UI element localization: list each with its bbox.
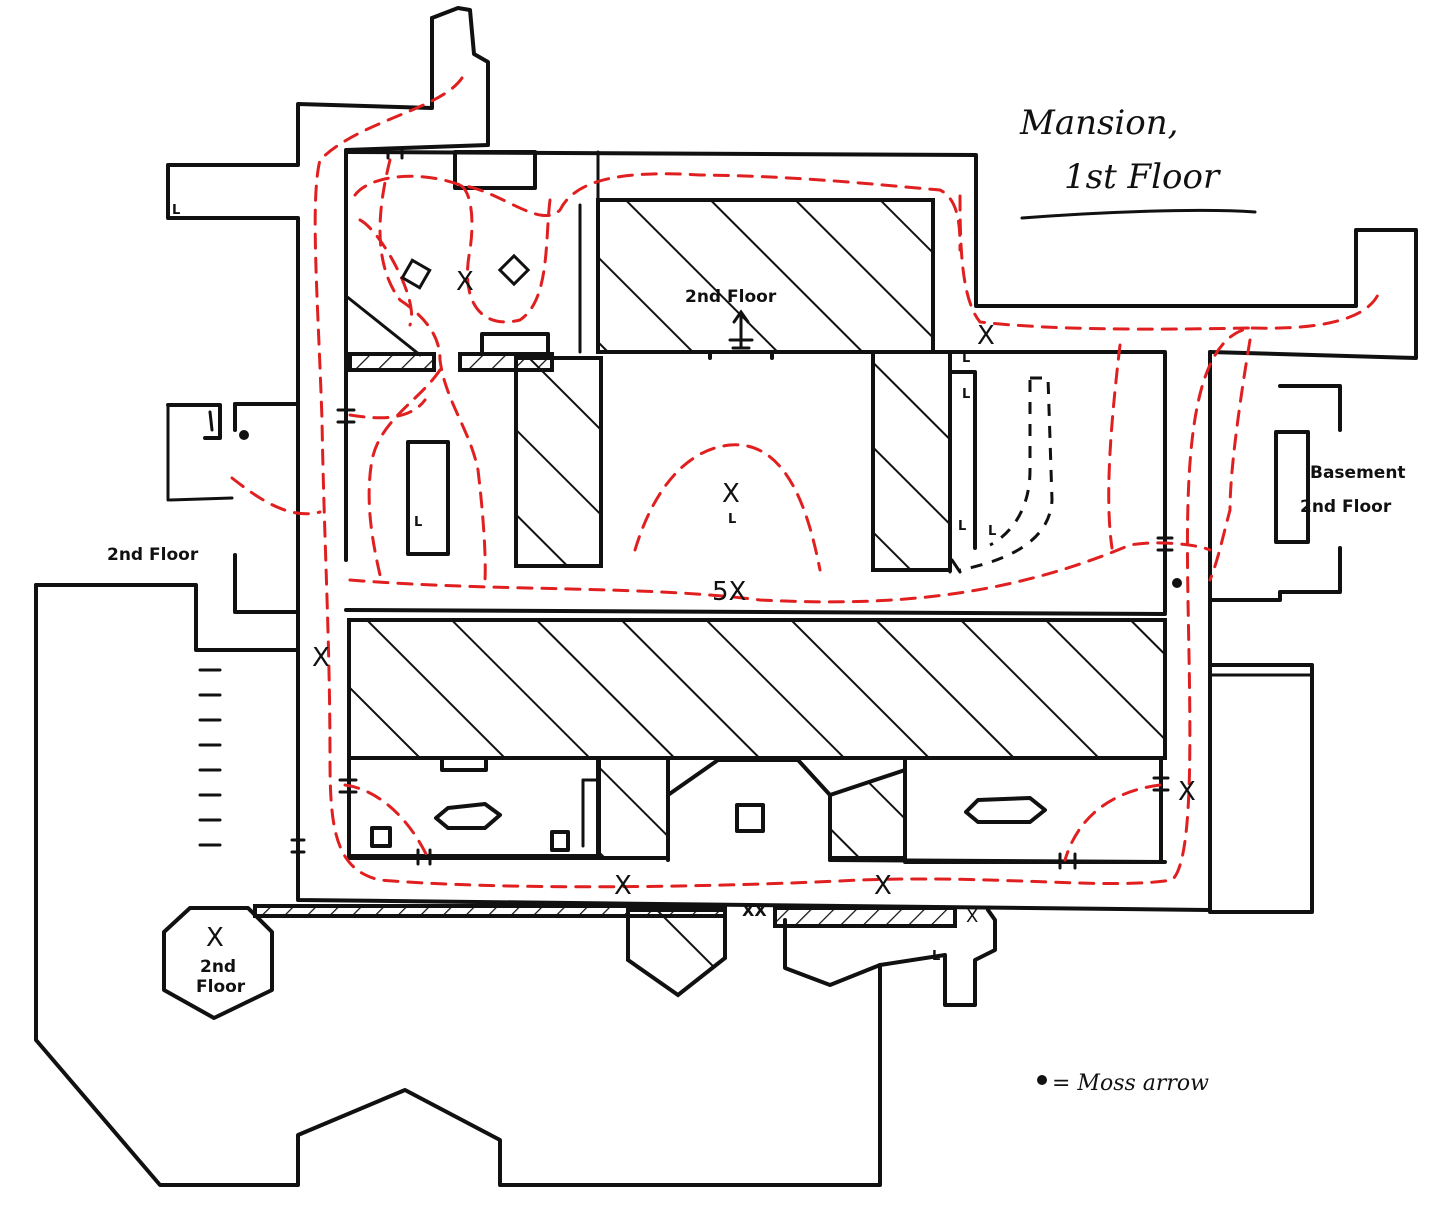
svg-text:X: X — [966, 906, 978, 927]
moss-arrow-dot-left — [239, 430, 249, 440]
svg-text:X: X — [977, 321, 995, 351]
moss-arrow-dot-right — [1172, 578, 1182, 588]
map-title-line2: 1st Floor — [1064, 157, 1221, 197]
door-marks — [290, 146, 1174, 870]
up-arrow-icon — [728, 309, 754, 350]
route-path — [230, 76, 1382, 889]
svg-text:X: X — [312, 643, 330, 673]
label-2nd-floor-center: 2nd Floor — [685, 287, 777, 307]
svg-text:L: L — [958, 519, 966, 534]
svg-text:X: X — [874, 871, 892, 901]
l-marks: L L L L L L L L — [172, 203, 996, 964]
label-basement: Basement — [1310, 463, 1406, 483]
svg-text:X: X — [1178, 777, 1196, 807]
interior-walls — [166, 150, 1310, 900]
svg-text:L: L — [172, 203, 180, 218]
diamond-marker-2 — [497, 253, 531, 287]
label-2nd-floor-octagon-2: Floor — [196, 977, 246, 997]
svg-text:L: L — [414, 515, 422, 530]
legend-text: = Moss arrow — [1052, 1071, 1209, 1096]
label-double-x: XX — [742, 901, 767, 920]
label-2nd-floor-left: 2nd Floor — [107, 545, 199, 565]
map-title-line1: Mansion, — [1019, 103, 1178, 143]
svg-text:L: L — [932, 949, 940, 964]
svg-text:X: X — [614, 871, 632, 901]
svg-text:X: X — [722, 479, 740, 509]
svg-text:L: L — [728, 512, 736, 527]
svg-text:L: L — [962, 387, 970, 402]
black-dashed-loop — [959, 376, 1054, 572]
legend-dot — [1037, 1075, 1047, 1085]
svg-text:X: X — [456, 267, 474, 297]
title-underline — [1020, 208, 1257, 220]
black-dashed-inner — [989, 380, 1032, 547]
diamond-marker-1 — [400, 258, 432, 290]
svg-text:L: L — [988, 524, 996, 539]
svg-text:X: X — [206, 923, 224, 953]
label-2nd-floor-right: 2nd Floor — [1300, 497, 1392, 517]
hatched-blocks — [253, 198, 1167, 998]
label-5x: 5X — [712, 577, 746, 607]
label-2nd-floor-octagon-1: 2nd — [200, 957, 236, 977]
x-marks: X X X X X X X X X — [206, 267, 1196, 953]
svg-text:L: L — [962, 351, 970, 366]
